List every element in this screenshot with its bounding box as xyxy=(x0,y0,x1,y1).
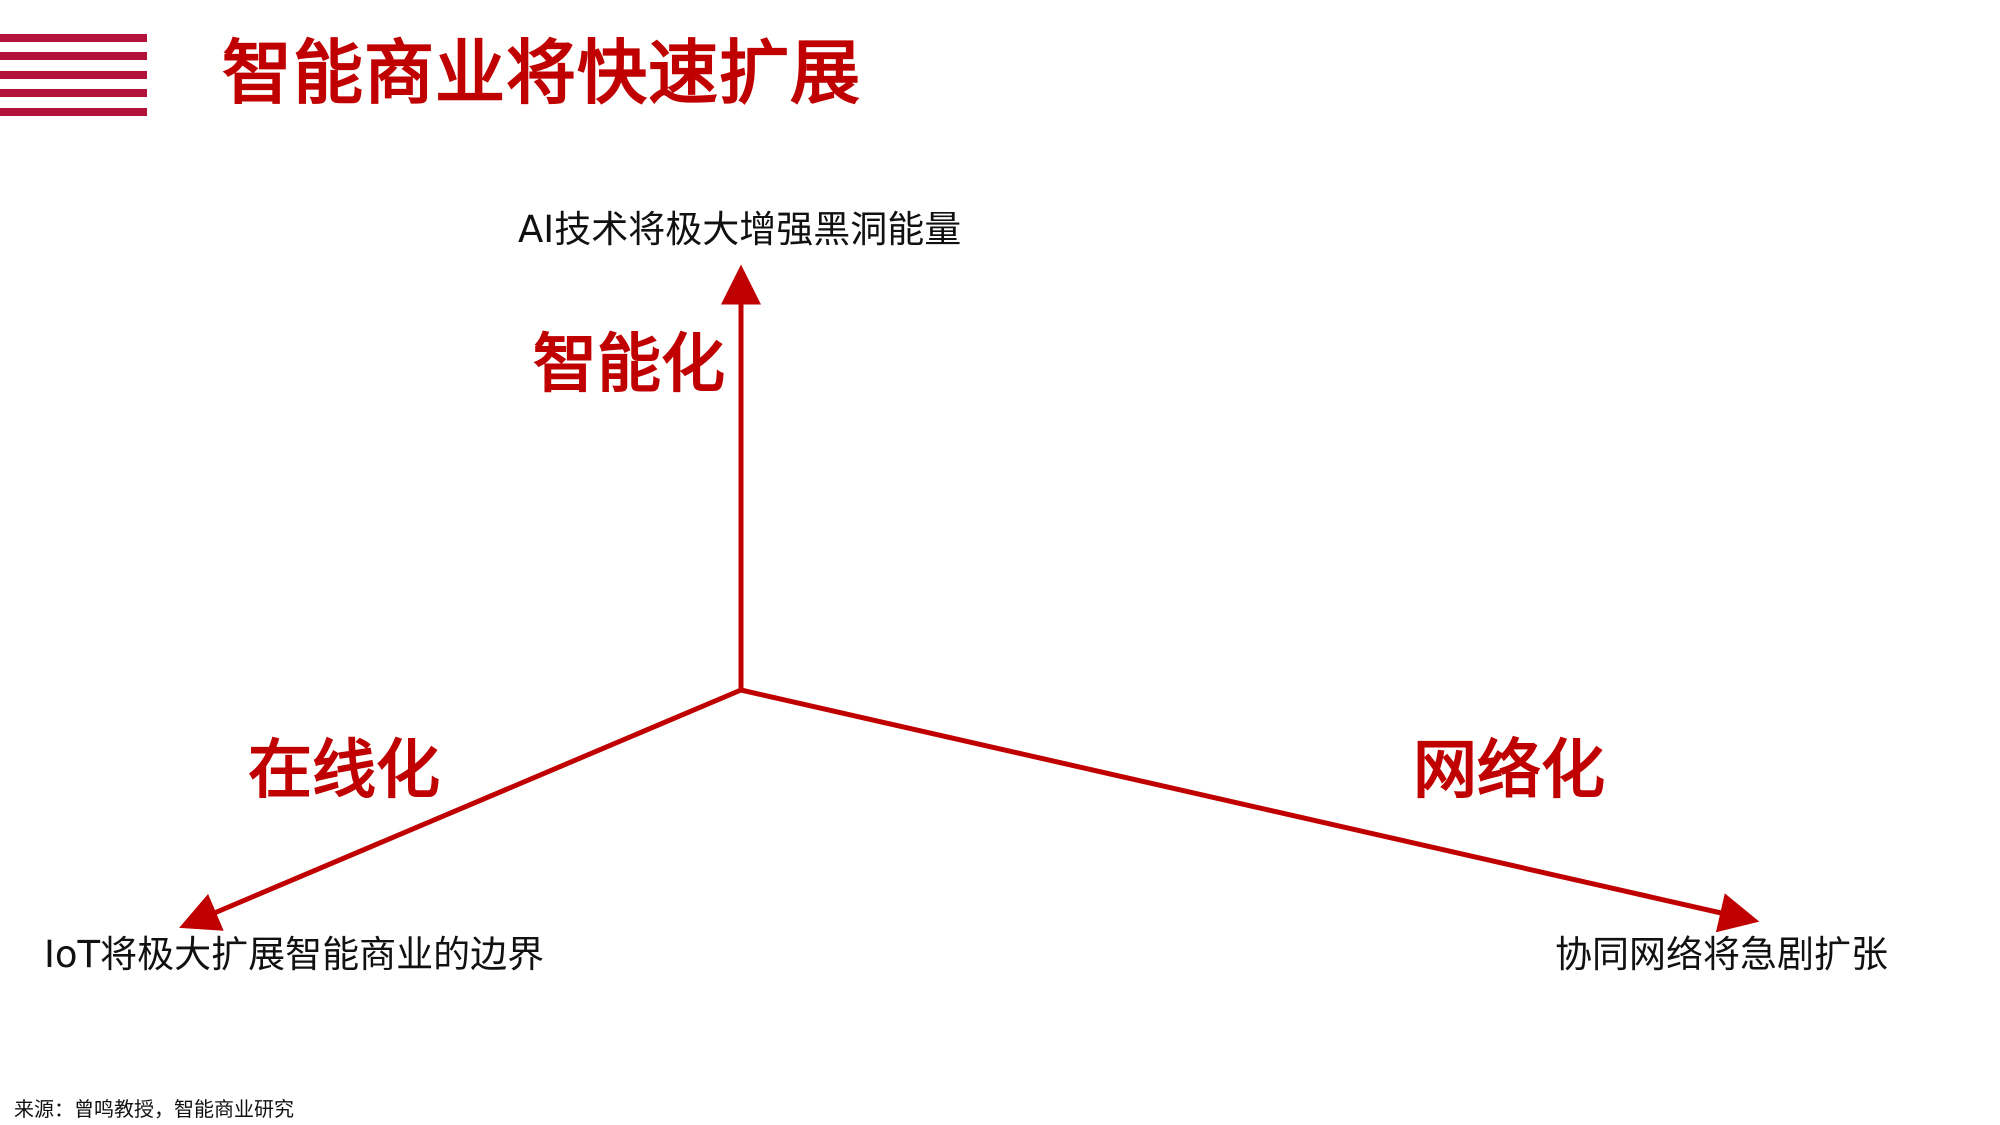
axis-name-intelligent: 智能化 xyxy=(533,328,725,402)
page-title: 智能商业将快速扩展 xyxy=(222,32,861,114)
axis-name-network: 网络化 xyxy=(1413,734,1605,808)
stripe-2 xyxy=(0,52,147,60)
axis-endpoint-label-network: 协同网络将急剧扩张 xyxy=(1555,933,1888,976)
decorative-stripes xyxy=(0,34,147,116)
stripe-4 xyxy=(0,89,147,97)
stripe-1 xyxy=(0,34,147,42)
source-footnote: 来源：曾鸣教授，智能商业研究 xyxy=(14,1097,294,1121)
axis-endpoint-label-online: IoT将极大扩展智能商业的边界 xyxy=(44,933,545,976)
axis-line-online xyxy=(179,687,742,931)
axis-name-online: 在线化 xyxy=(248,734,440,808)
stripe-3 xyxy=(0,71,147,79)
axis-endpoint-label-intelligent: AI技术将极大增强黑洞能量 xyxy=(518,208,962,251)
axis-line-network xyxy=(740,687,1760,933)
stripe-5 xyxy=(0,108,147,116)
